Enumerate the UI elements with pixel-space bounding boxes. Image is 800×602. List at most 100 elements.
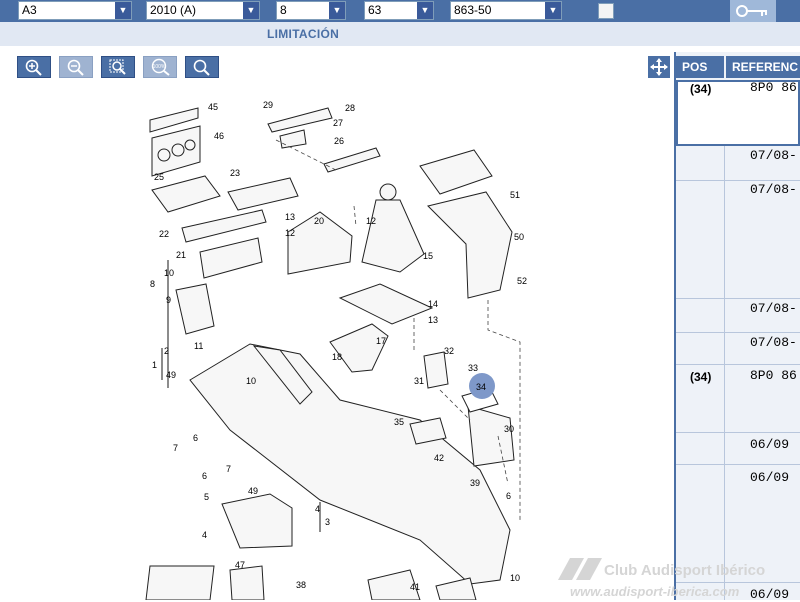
selected-table-row[interactable] (676, 80, 800, 146)
callout-label[interactable]: 30 (504, 424, 514, 434)
callout-label[interactable]: 6 (506, 491, 511, 501)
chevron-down-icon[interactable]: ▼ (243, 2, 259, 19)
part-41[interactable] (367, 569, 421, 600)
group-select[interactable]: 8 ▼ (276, 1, 346, 20)
callout-label[interactable]: 28 (345, 103, 355, 113)
callout-label[interactable]: 42 (434, 453, 444, 463)
callout-label[interactable]: 22 (159, 229, 169, 239)
boot-part-15[interactable] (361, 199, 425, 273)
callout-label[interactable]: 17 (376, 336, 386, 346)
callout-label[interactable]: 7 (173, 443, 178, 453)
bracket-part-3[interactable] (221, 493, 293, 549)
callout-label[interactable]: 49 (166, 370, 176, 380)
plate-part-22[interactable] (181, 209, 267, 243)
column-header-pos[interactable]: POS (676, 56, 724, 78)
frame-part-14[interactable] (338, 283, 434, 325)
model-select[interactable]: A3 ▼ (18, 1, 132, 20)
table-cell-ref[interactable]: 8P0 86 (750, 80, 797, 95)
callout-label[interactable]: 6 (202, 471, 207, 481)
callout-label[interactable]: 2 (164, 346, 169, 356)
callout-label[interactable]: 4 (202, 530, 207, 540)
callout-label[interactable]: 11 (194, 341, 203, 351)
callout-label[interactable]: 32 (444, 346, 454, 356)
callout-label[interactable]: 10 (164, 268, 174, 278)
callout-label[interactable]: 12 (366, 216, 376, 226)
callout-label[interactable]: 35 (394, 417, 404, 427)
zoom-in-button[interactable] (17, 56, 51, 78)
callout-label[interactable]: 4 (315, 504, 320, 514)
bracket-part-31[interactable] (423, 351, 449, 389)
callout-label[interactable]: 52 (517, 276, 527, 286)
expand-panel-button[interactable] (648, 56, 670, 78)
callout-label[interactable]: 9 (166, 295, 171, 305)
bracket-part-25[interactable] (151, 175, 221, 213)
table-cell-ref[interactable]: 06/09 (750, 470, 790, 485)
callout-label-highlighted[interactable]: 34 (476, 382, 486, 392)
callout-label[interactable]: 10 (510, 573, 520, 583)
callout-label[interactable]: 20 (314, 216, 324, 226)
holder-part-47[interactable] (229, 565, 265, 600)
armrest-part-50[interactable] (427, 191, 513, 299)
center-console-body[interactable] (189, 343, 511, 585)
part-lower-right[interactable] (435, 577, 477, 600)
callout-label[interactable]: 47 (235, 560, 245, 570)
zoom-100-button[interactable]: 100% (143, 56, 177, 78)
table-cell-ref[interactable]: 07/08- (750, 335, 797, 350)
table-cell-ref[interactable]: 8P0 86 (750, 368, 797, 383)
callout-label[interactable]: 27 (333, 118, 343, 128)
callout-label[interactable]: 7 (226, 464, 231, 474)
side-panel[interactable] (252, 345, 313, 405)
table-cell-pos[interactable]: (34) (690, 370, 712, 384)
chevron-down-icon[interactable]: ▼ (417, 2, 433, 19)
chevron-down-icon[interactable]: ▼ (115, 2, 131, 19)
subgroup-select[interactable]: 63 ▼ (364, 1, 434, 20)
callout-label[interactable]: 21 (176, 250, 186, 260)
callout-label[interactable]: 33 (468, 363, 478, 373)
callout-label[interactable]: 29 (263, 100, 273, 110)
callout-label[interactable]: 12 (285, 228, 295, 238)
chevron-down-icon[interactable]: ▼ (329, 2, 345, 19)
table-cell-ref[interactable]: 07/08- (750, 148, 797, 163)
callout-label[interactable]: 46 (214, 131, 224, 141)
chevron-down-icon[interactable]: ▼ (545, 2, 561, 19)
table-cell-ref[interactable]: 06/09 (750, 437, 790, 452)
callout-label[interactable]: 50 (514, 232, 524, 242)
year-select[interactable]: 2010 (A) ▼ (146, 1, 260, 20)
callout-label[interactable]: 41 (410, 582, 420, 592)
search-button[interactable] (185, 56, 219, 78)
trim-part-45[interactable] (149, 107, 199, 133)
table-cell-pos[interactable]: (34) (690, 82, 712, 96)
callout-label[interactable]: 14 (428, 299, 438, 309)
callout-label[interactable]: 23 (230, 168, 240, 178)
callout-label[interactable]: 45 (208, 102, 218, 112)
callout-label[interactable]: 5 (204, 492, 209, 502)
callout-label[interactable]: 13 (428, 315, 438, 325)
column-header-reference[interactable]: REFERENC (726, 56, 800, 78)
callout-label[interactable]: 31 (414, 376, 424, 386)
rail-part-27[interactable] (279, 129, 307, 149)
trim-part-46[interactable] (151, 125, 201, 177)
callout-label[interactable]: 15 (423, 251, 433, 261)
panel-part-23[interactable] (227, 177, 299, 211)
callout-label[interactable]: 8 (150, 279, 155, 289)
cover-part-17[interactable] (329, 323, 389, 373)
callout-label[interactable]: 1 (152, 360, 157, 370)
callout-label[interactable]: 51 (510, 190, 520, 200)
switch-part-35[interactable] (409, 417, 447, 445)
box-part-20[interactable] (287, 211, 353, 275)
switch-unit-30[interactable] (467, 405, 515, 467)
zoom-out-button[interactable] (59, 56, 93, 78)
grille-part[interactable] (145, 565, 215, 600)
illustration-select[interactable]: 863-50 ▼ (450, 1, 562, 20)
tray-part-21[interactable] (199, 237, 263, 279)
rail-part-28[interactable] (267, 107, 333, 133)
strip-part-26[interactable] (323, 147, 381, 173)
filter-checkbox[interactable] (598, 3, 614, 19)
callout-label[interactable]: 39 (470, 478, 480, 488)
table-cell-ref[interactable]: 07/08- (750, 182, 797, 197)
armrest-lid-51[interactable] (419, 149, 493, 195)
callout-label[interactable]: 10 (246, 376, 256, 386)
bracket-part-8[interactable] (175, 283, 215, 335)
zoom-area-button[interactable] (101, 56, 135, 78)
callout-label[interactable]: 6 (193, 433, 198, 443)
